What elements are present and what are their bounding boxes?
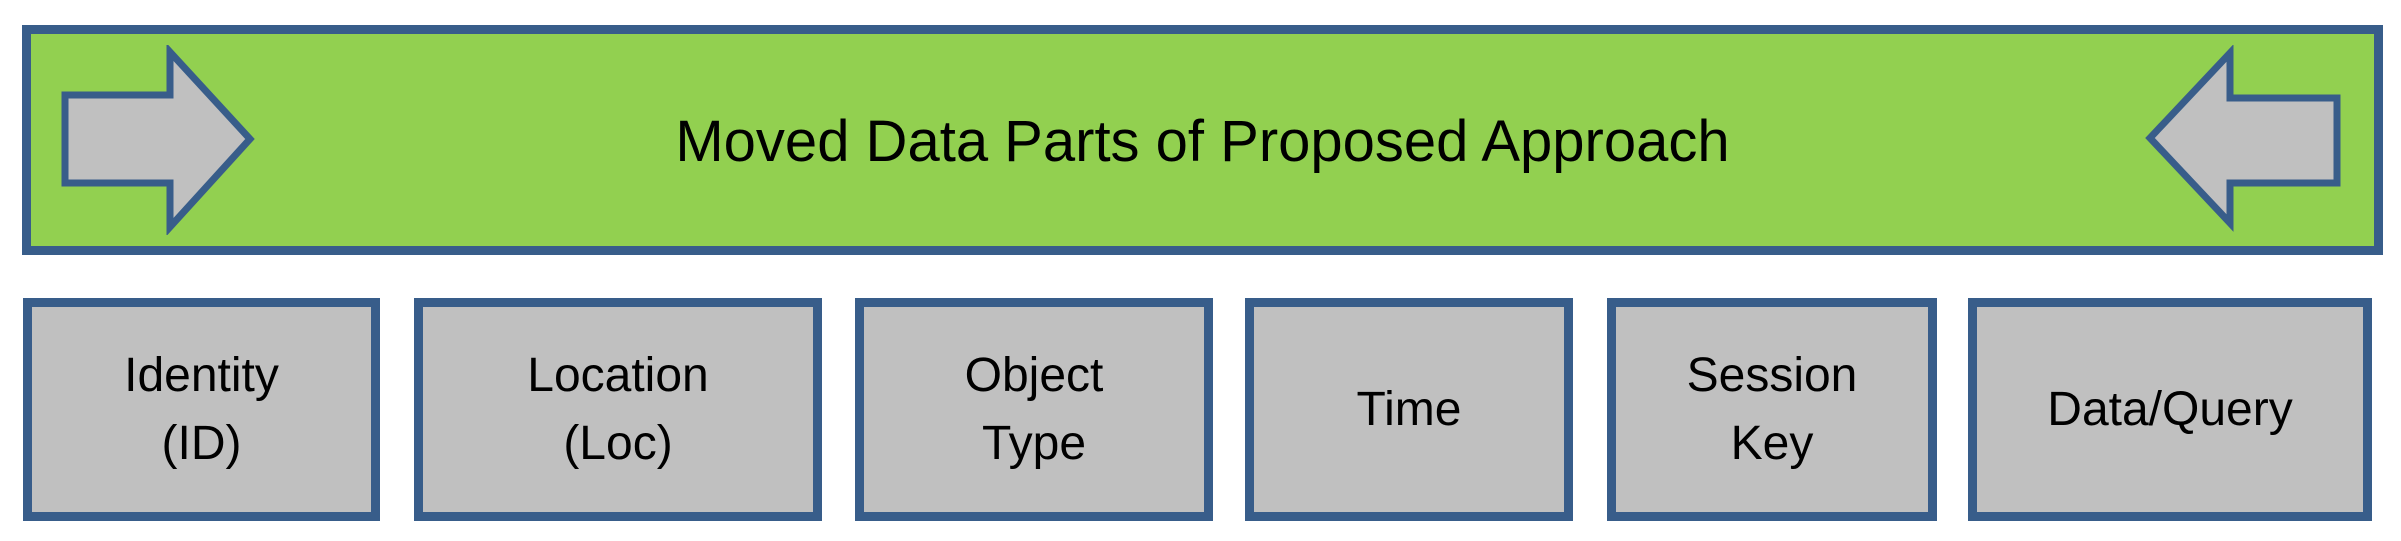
box-data-query: Data/Query — [1968, 298, 2372, 521]
box-time-label: Time — [1356, 382, 1462, 436]
box-object-type: Object Type — [855, 298, 1213, 521]
arrow-right-icon — [61, 45, 255, 235]
box-session-key-label: Session Key — [1686, 348, 1858, 470]
box-location: Location (Loc) — [414, 298, 822, 521]
box-identity: Identity (ID) — [23, 298, 380, 521]
box-object-type-label: Object Type — [964, 348, 1104, 470]
arrow-left-icon — [2145, 45, 2341, 232]
box-location-label: Location (Loc) — [527, 348, 709, 470]
box-session-key: Session Key — [1607, 298, 1937, 521]
moved-data-banner: Moved Data Parts of Proposed Approach — [22, 25, 2383, 255]
box-data-query-label: Data/Query — [2047, 382, 2293, 436]
box-identity-label: Identity (ID) — [124, 348, 279, 470]
box-time: Time — [1245, 298, 1573, 521]
banner-title: Moved Data Parts of Proposed Approach — [675, 109, 1730, 174]
